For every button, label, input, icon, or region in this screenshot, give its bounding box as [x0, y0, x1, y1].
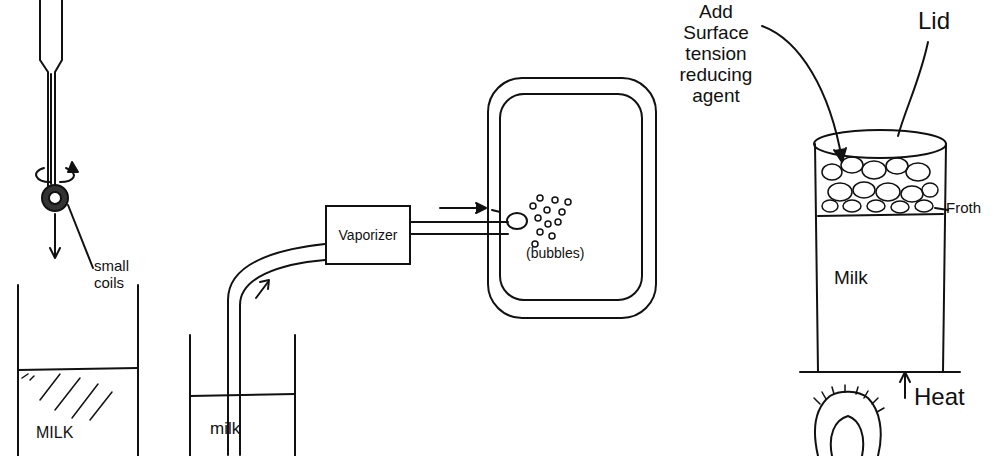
- annotation-label: Lid: [918, 8, 988, 34]
- annotation-label: Heat: [914, 384, 994, 410]
- left-beaker: [18, 285, 138, 456]
- node-text: Vaporizer: [339, 227, 398, 243]
- annotation-label: small coils: [94, 258, 156, 291]
- annotation-label: Milk: [834, 268, 904, 289]
- annotation-label: Add Surface tension reducing agent: [668, 2, 764, 106]
- flame: [814, 372, 910, 456]
- annotation-label: (bubbles): [526, 246, 606, 261]
- steam-pipe: [410, 203, 527, 234]
- pitcher: [488, 78, 656, 318]
- heated-beaker: [762, 26, 960, 372]
- vaporizer-box: Vaporizer: [325, 205, 411, 265]
- annotation-label: Froth: [946, 200, 998, 217]
- annotation-label: milk: [210, 420, 280, 439]
- whisk-tool: [36, 0, 93, 268]
- annotation-label: MILK: [36, 424, 116, 442]
- middle-beaker: [190, 244, 325, 456]
